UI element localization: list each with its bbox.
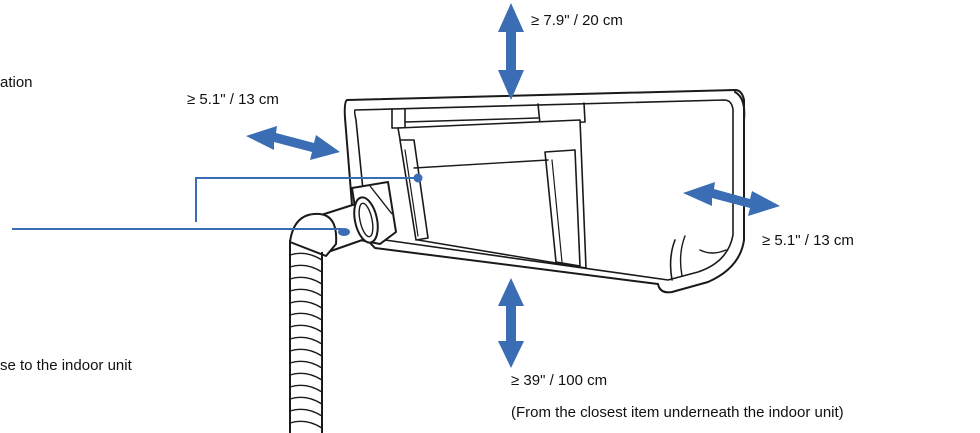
- leader-line-bracket: [195, 177, 418, 222]
- leader-dot-bracket: [413, 173, 423, 183]
- left-text-fragment-bottom: se to the indoor unit: [0, 357, 132, 374]
- bottom-clearance-label: ≥ 39" / 100 cm: [511, 372, 608, 389]
- top-clearance-arrow: [498, 3, 524, 100]
- pipe-assembly: [289, 181, 397, 433]
- left-clearance-label: ≥ 5.1" / 13 cm: [187, 91, 279, 108]
- right-clearance-arrow: [683, 182, 780, 216]
- hose-corrugation: [289, 252, 323, 429]
- left-text-fragment-top: ation: [0, 74, 33, 91]
- leader-lines: [12, 173, 423, 230]
- top-clearance-label: ≥ 7.9" / 20 cm: [531, 12, 623, 29]
- bottom-clearance-note: (From the closest item underneath the in…: [511, 404, 844, 421]
- bottom-clearance-arrow: [498, 278, 524, 368]
- left-clearance-arrow: [246, 126, 340, 160]
- indoor-unit: [343, 89, 746, 294]
- right-clearance-label: ≥ 5.1" / 13 cm: [762, 232, 854, 249]
